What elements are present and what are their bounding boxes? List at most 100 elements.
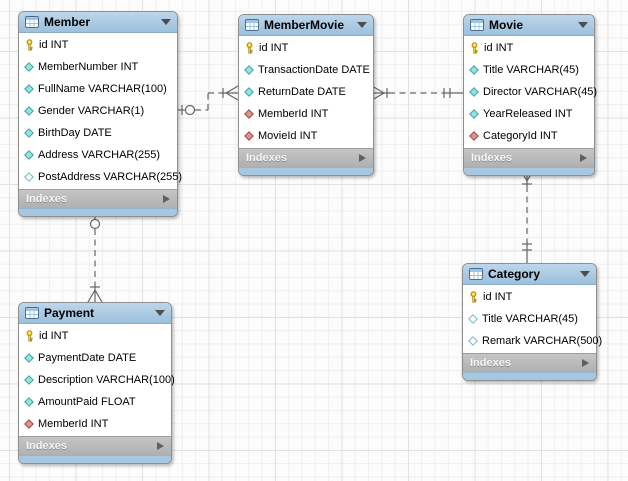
indexes-label: Indexes: [471, 152, 512, 164]
key-icon: [24, 39, 35, 51]
column-text: MemberId INT: [258, 108, 329, 120]
column-row[interactable]: FullName VARCHAR(100): [19, 78, 177, 100]
column-icon: [469, 65, 479, 75]
column-text: id INT: [483, 291, 513, 303]
collapse-arrow-icon[interactable]: [357, 22, 367, 28]
table-member[interactable]: Member id INT MemberNumber INT FullName …: [18, 11, 182, 217]
collapse-arrow-icon[interactable]: [580, 271, 590, 277]
expand-right-arrow-icon[interactable]: [582, 359, 589, 367]
indexes-section[interactable]: Indexes: [19, 189, 177, 208]
expand-right-arrow-icon[interactable]: [163, 195, 170, 203]
column-row[interactable]: id INT: [239, 37, 373, 59]
column-row[interactable]: AmountPaid FLOAT: [19, 391, 171, 413]
indexes-label: Indexes: [26, 193, 67, 205]
relationship-member-membermovie[interactable]: [176, 85, 239, 116]
column-row[interactable]: id INT: [464, 37, 594, 59]
column-row[interactable]: Title VARCHAR(45): [464, 59, 594, 81]
column-row[interactable]: TransactionDate DATE: [239, 59, 373, 81]
column-row[interactable]: Address VARCHAR(255): [19, 144, 177, 166]
column-row[interactable]: id INT: [463, 286, 596, 308]
indexes-section[interactable]: Indexes: [19, 436, 171, 455]
column-icon: [24, 150, 34, 160]
relationship-member-payment[interactable]: [87, 210, 103, 303]
column-text: TransactionDate DATE: [258, 64, 370, 76]
column-row[interactable]: Description VARCHAR(100): [19, 369, 175, 391]
indexes-label: Indexes: [246, 152, 287, 164]
column-row[interactable]: MemberId INT: [19, 413, 171, 435]
column-row[interactable]: Remark VARCHAR(500): [463, 330, 602, 352]
column-icon: [24, 375, 34, 385]
relationship-movie-category[interactable]: [519, 168, 535, 263]
table-columns: id INT MemberNumber INT FullName VARCHAR…: [19, 33, 182, 189]
column-text: id INT: [39, 39, 69, 51]
expand-right-arrow-icon[interactable]: [359, 154, 366, 162]
table-header[interactable]: Payment: [19, 303, 171, 324]
column-text: Title VARCHAR(45): [483, 64, 579, 76]
table-movie[interactable]: Movie id INT Title VARCHAR(45) Director …: [463, 14, 598, 176]
column-row[interactable]: Director VARCHAR(45): [464, 81, 598, 103]
table-title: MemberMovie: [264, 18, 345, 32]
column-icon: [24, 106, 34, 116]
collapse-arrow-icon[interactable]: [155, 310, 165, 316]
relationship-membermovie-movie[interactable]: [371, 85, 463, 101]
table-columns: id INT PaymentDate DATE Description VARC…: [19, 324, 175, 436]
key-icon: [468, 291, 479, 303]
column-row[interactable]: YearReleased INT: [464, 103, 594, 125]
column-text: PaymentDate DATE: [38, 352, 137, 364]
foreign-key-icon: [244, 131, 254, 141]
column-icon: [24, 353, 34, 363]
collapse-arrow-icon[interactable]: [578, 22, 588, 28]
column-row[interactable]: id INT: [19, 34, 177, 56]
column-row[interactable]: Title VARCHAR(45): [463, 308, 596, 330]
column-icon: [469, 87, 479, 97]
table-header[interactable]: Member: [19, 12, 177, 33]
column-row[interactable]: Gender VARCHAR(1): [19, 100, 177, 122]
table-columns: id INT Title VARCHAR(45) Director VARCHA…: [464, 36, 598, 148]
column-row[interactable]: MemberId INT: [239, 103, 373, 125]
indexes-section[interactable]: Indexes: [463, 353, 596, 372]
column-row[interactable]: id INT: [19, 325, 171, 347]
column-row[interactable]: BirthDay DATE: [19, 122, 177, 144]
collapse-arrow-icon[interactable]: [161, 19, 171, 25]
column-icon: [24, 84, 34, 94]
indexes-label: Indexes: [26, 440, 67, 452]
table-category[interactable]: Category id INT Title VARCHAR(45) Remark…: [462, 263, 602, 381]
table-payment[interactable]: Payment id INT PaymentDate DATE Descript…: [18, 302, 175, 464]
column-text: Director VARCHAR(45): [483, 86, 598, 98]
column-text: MovieId INT: [258, 130, 318, 142]
expand-right-arrow-icon[interactable]: [157, 442, 164, 450]
column-text: PostAddress VARCHAR(255): [38, 171, 183, 183]
foreign-key-icon: [244, 109, 254, 119]
column-icon: [24, 62, 34, 72]
column-row[interactable]: MemberNumber INT: [19, 56, 177, 78]
column-row[interactable]: PostAddress VARCHAR(255): [19, 166, 182, 188]
expand-right-arrow-icon[interactable]: [580, 154, 587, 162]
column-icon: [24, 397, 34, 407]
indexes-section[interactable]: Indexes: [239, 148, 373, 167]
table-membermovie[interactable]: MemberMovie id INT TransactionDate DATE …: [238, 14, 374, 176]
column-text: FullName VARCHAR(100): [38, 83, 167, 95]
column-text: id INT: [484, 42, 514, 54]
column-row[interactable]: MovieId INT: [239, 125, 373, 147]
column-text: id INT: [259, 42, 289, 54]
column-text: MemberId INT: [38, 418, 109, 430]
table-icon: [245, 19, 259, 31]
table-title: Category: [488, 267, 541, 281]
table-columns: id INT TransactionDate DATE ReturnDate D…: [239, 36, 373, 148]
column-row[interactable]: CategoryId INT: [464, 125, 594, 147]
table-footer-strip: [19, 208, 177, 216]
column-row[interactable]: PaymentDate DATE: [19, 347, 171, 369]
nullable-column-icon: [468, 336, 478, 346]
nullable-column-icon: [24, 172, 34, 182]
table-title: Member: [44, 15, 91, 29]
table-header[interactable]: Movie: [464, 15, 594, 36]
column-text: Gender VARCHAR(1): [38, 105, 145, 117]
column-text: CategoryId INT: [483, 130, 558, 142]
table-header[interactable]: MemberMovie: [239, 15, 373, 36]
table-header[interactable]: Category: [463, 264, 596, 285]
column-row[interactable]: ReturnDate DATE: [239, 81, 373, 103]
table-icon: [469, 268, 483, 280]
column-icon: [244, 65, 254, 75]
indexes-section[interactable]: Indexes: [464, 148, 594, 167]
column-text: Remark VARCHAR(500): [482, 335, 603, 347]
